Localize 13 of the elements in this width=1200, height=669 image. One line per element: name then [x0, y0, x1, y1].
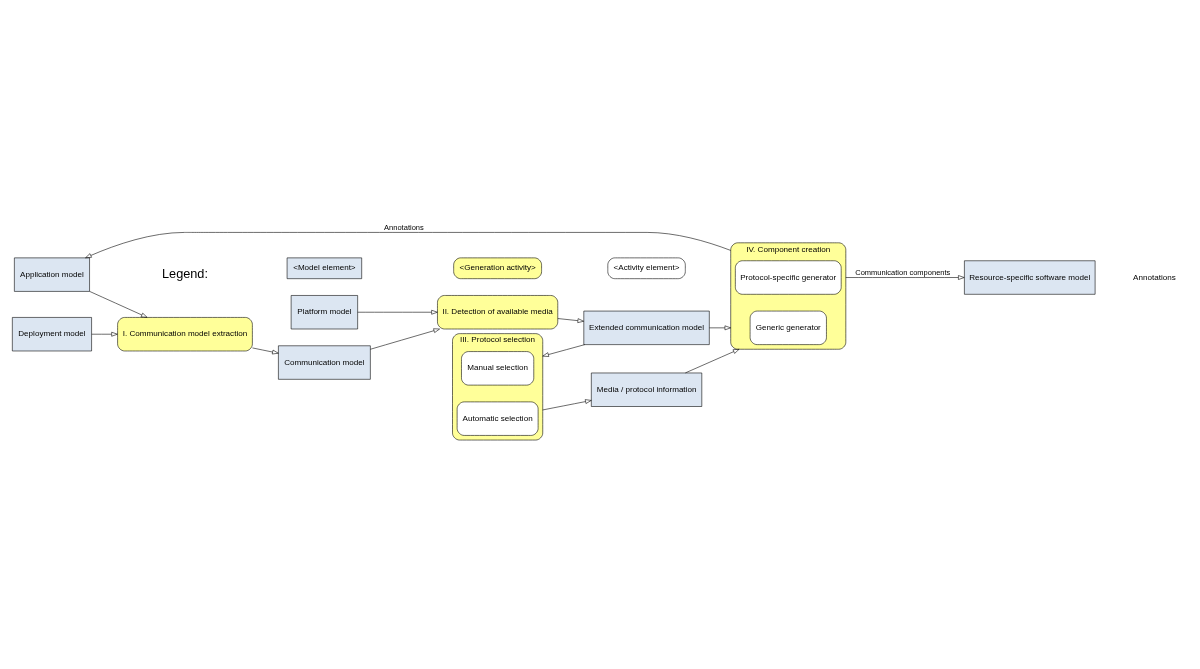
arrow [542, 344, 586, 357]
arrow [845, 275, 965, 280]
arrow [557, 318, 584, 323]
arrow [709, 325, 731, 331]
arrow [85, 232, 731, 259]
arrow [685, 348, 740, 374]
arrow [542, 399, 592, 411]
arrow [252, 347, 279, 355]
arrow [370, 328, 440, 350]
arrow [357, 309, 438, 315]
label: Legend: [162, 265, 208, 281]
arrow [91, 331, 118, 337]
arrow [89, 291, 148, 318]
